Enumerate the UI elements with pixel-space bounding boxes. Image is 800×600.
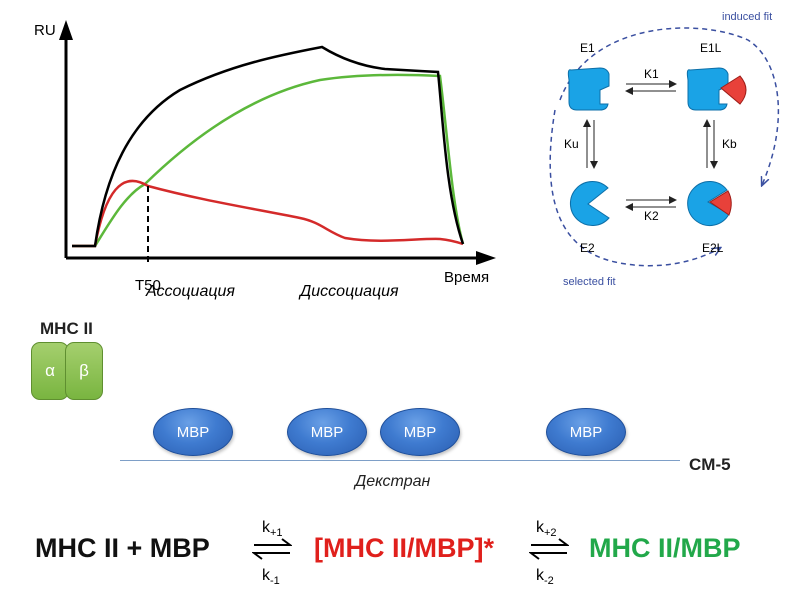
mbp-ligand-1: MBP bbox=[153, 408, 233, 456]
y-axis-label: RU bbox=[34, 22, 56, 39]
mbp-ligand-4: MBP bbox=[546, 408, 626, 456]
forward-half-arrow bbox=[254, 538, 292, 546]
k-subscript: -2 bbox=[544, 575, 554, 588]
sensor-surface-line bbox=[120, 460, 680, 461]
t50-label: T50 bbox=[135, 277, 161, 294]
red-curve bbox=[72, 179, 464, 248]
k-base: k bbox=[262, 567, 270, 584]
e2l-ligand-icon bbox=[709, 190, 732, 216]
k-base: k bbox=[536, 567, 544, 584]
k-base: k bbox=[536, 519, 544, 536]
rate-k-minus-1: k-1 bbox=[262, 567, 280, 587]
y-axis-arrow bbox=[59, 20, 73, 40]
e1l-protein-icon bbox=[686, 67, 729, 111]
equilibrium-arrow-2 bbox=[529, 538, 569, 560]
state-e2-label: E2 bbox=[580, 241, 595, 255]
selected-fit-arc bbox=[549, 109, 720, 267]
equilibrium-arrow-1 bbox=[252, 538, 292, 560]
mbp-label: MBP bbox=[310, 423, 344, 441]
equation-intermediate: [МНС II/МВР]* bbox=[314, 533, 494, 563]
induced-fit-arc bbox=[559, 27, 780, 185]
k-subscript: -1 bbox=[270, 575, 280, 588]
state-e1-label: E1 bbox=[580, 41, 595, 55]
mbp-label: MBP bbox=[403, 423, 437, 441]
x-axis-label: Время bbox=[444, 269, 489, 286]
k-base: k bbox=[262, 519, 270, 536]
k-subscript: +1 bbox=[270, 527, 283, 540]
total-curve bbox=[72, 45, 465, 248]
mbp-ligand-2: MBP bbox=[287, 408, 367, 456]
e1l-ligand-icon bbox=[720, 75, 747, 105]
mbp-ligand-3: MBP bbox=[380, 408, 460, 456]
rate-k-minus-2: k-2 bbox=[536, 567, 554, 587]
phase-dissociation-label: Диссоциация bbox=[298, 283, 399, 300]
beta-label: β bbox=[79, 361, 89, 380]
sensorgram-chart: RU Время Ассоциация T50 Диссоциация bbox=[34, 20, 496, 300]
mhc-beta-subunit: β bbox=[65, 342, 103, 400]
x-axis-arrow bbox=[476, 251, 496, 265]
state-e2l-label: E2L bbox=[702, 241, 724, 255]
e1-protein-icon bbox=[567, 67, 610, 111]
mhc-alpha-subunit: α bbox=[31, 342, 69, 400]
forward-half-arrow bbox=[531, 538, 569, 546]
state-e1l-label: E1L bbox=[700, 41, 722, 55]
rate-ku-label: Ku bbox=[564, 137, 579, 151]
induced-fit-label: induced fit bbox=[722, 11, 772, 23]
phase-association-label: Ассоциация bbox=[145, 283, 235, 300]
cm5-chip-label: CM-5 bbox=[689, 455, 731, 474]
alpha-label: α bbox=[45, 361, 55, 380]
mbp-label: MBP bbox=[176, 423, 210, 441]
mhc-label: МНС II bbox=[40, 319, 93, 338]
rate-k1-label: K1 bbox=[644, 67, 659, 81]
k-subscript: +2 bbox=[544, 527, 557, 540]
e2-protein-icon bbox=[569, 181, 610, 227]
mbp-label: MBP bbox=[569, 423, 603, 441]
reverse-half-arrow bbox=[529, 552, 567, 560]
equation-reactants: МНС II + МВР bbox=[35, 533, 210, 563]
green-curve bbox=[72, 73, 465, 248]
t50-text: T50 bbox=[135, 277, 161, 294]
equation-product: МНС II/МВР bbox=[589, 533, 741, 563]
e2l-protein-icon bbox=[687, 181, 730, 227]
rate-k-plus-1: k+1 bbox=[262, 519, 283, 539]
dextran-label: Декстран bbox=[355, 473, 431, 490]
rate-kb-label: Kb bbox=[722, 137, 737, 151]
rate-k-plus-2: k+2 bbox=[536, 519, 557, 539]
rate-k2-label: K2 bbox=[644, 209, 659, 223]
binding-scheme: induced fit selected fit E1 E1L E2 E2L K… bbox=[549, 11, 780, 288]
selected-fit-label: selected fit bbox=[563, 276, 616, 288]
reverse-half-arrow bbox=[252, 552, 290, 560]
